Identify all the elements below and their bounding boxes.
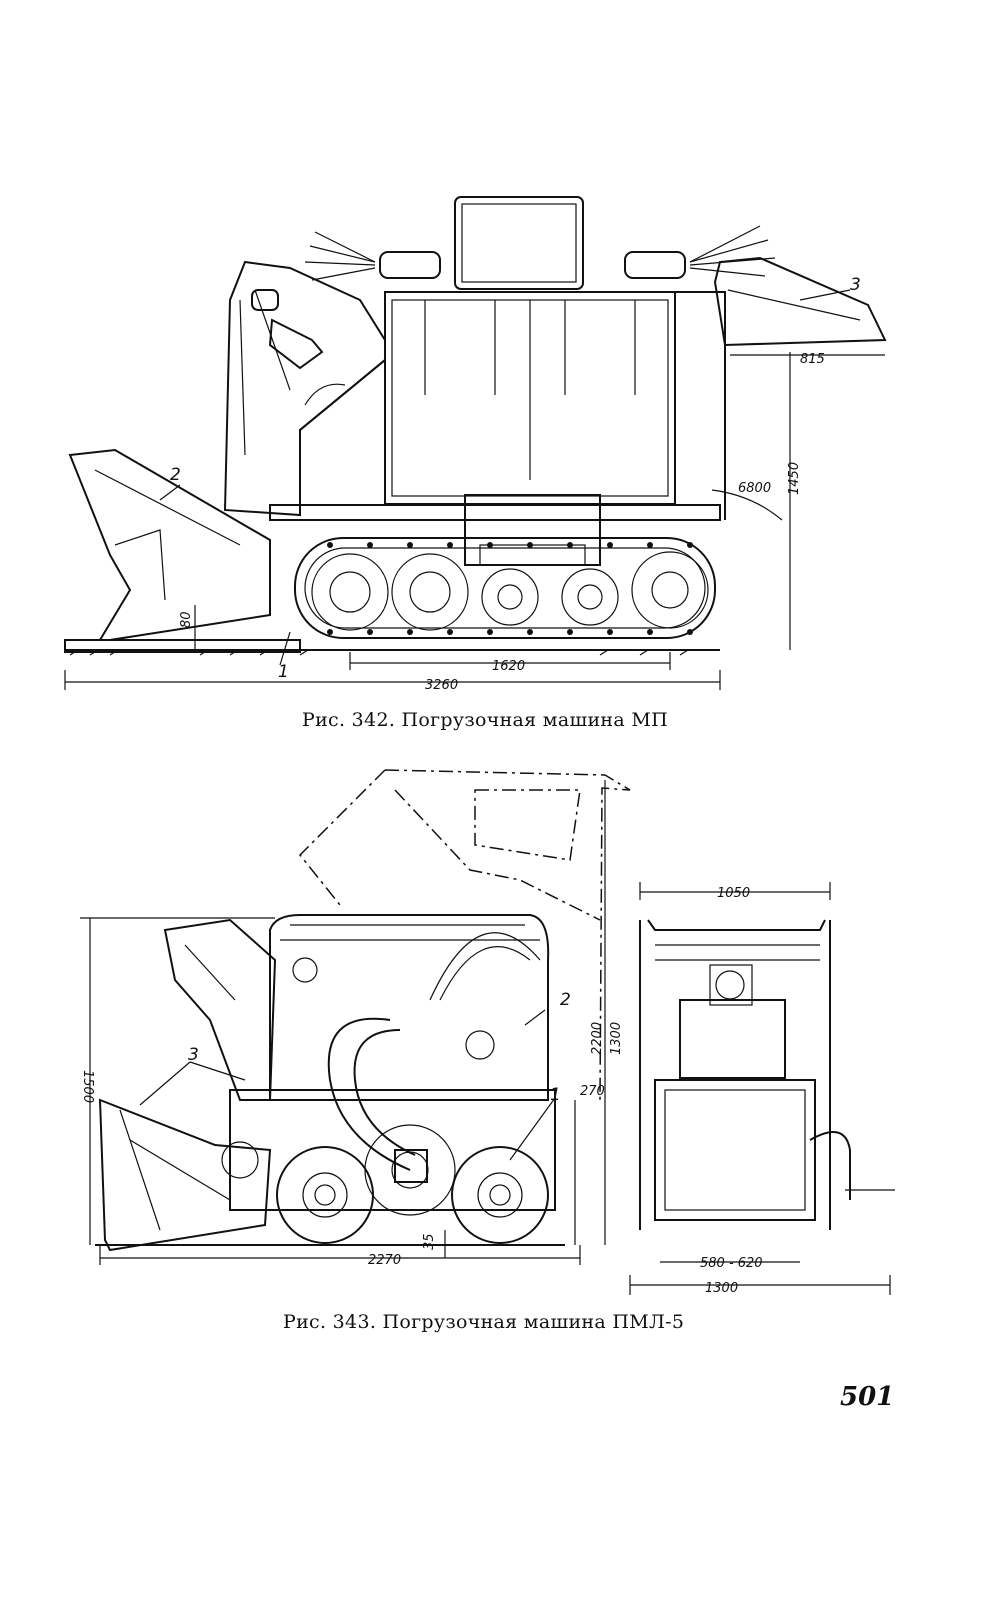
fig343-dim-2200: 2200 xyxy=(590,1022,605,1055)
page-number: 501 xyxy=(840,1382,895,1412)
fig343-callout-2: 2 xyxy=(560,990,571,1010)
fig343-dim-1300-height: 1300 xyxy=(609,1022,624,1055)
fig342-callout-3: 3 xyxy=(850,275,861,295)
fig342-dim-815: 815 xyxy=(800,352,825,367)
fig343-dim-580-620: 580 - 620 xyxy=(700,1256,763,1271)
fig342-dim-1450: 1450 xyxy=(787,462,802,495)
fig343-dim-270: 270 xyxy=(580,1084,605,1099)
fig342-callout-2: 2 xyxy=(170,465,181,485)
fig342-dim-80: 80 xyxy=(179,611,194,628)
fig343-dim-2270: 2270 xyxy=(368,1253,401,1268)
fig342-dim-3260: 3260 xyxy=(425,678,458,693)
fig343-dim-1050: 1050 xyxy=(717,886,750,901)
fig342-cable-label: 6800 xyxy=(738,481,771,496)
figure-343-caption: Рис. 343. Погрузочная машина ПМЛ-5 xyxy=(283,1311,685,1333)
fig343-dim-35: 35 xyxy=(422,1233,437,1250)
fig342-dim-1620: 1620 xyxy=(492,659,525,674)
fig343-callout-3: 3 xyxy=(188,1045,199,1065)
fig343-callout-1: 1 xyxy=(550,1085,561,1105)
fig342-callout-1: 1 xyxy=(278,662,289,682)
figure-342-caption: Рис. 342. Погрузочная машина МП xyxy=(302,709,668,731)
fig343-dim-1500: 1500 xyxy=(80,1070,95,1103)
fig343-dim-1300-width: 1300 xyxy=(705,1281,738,1296)
